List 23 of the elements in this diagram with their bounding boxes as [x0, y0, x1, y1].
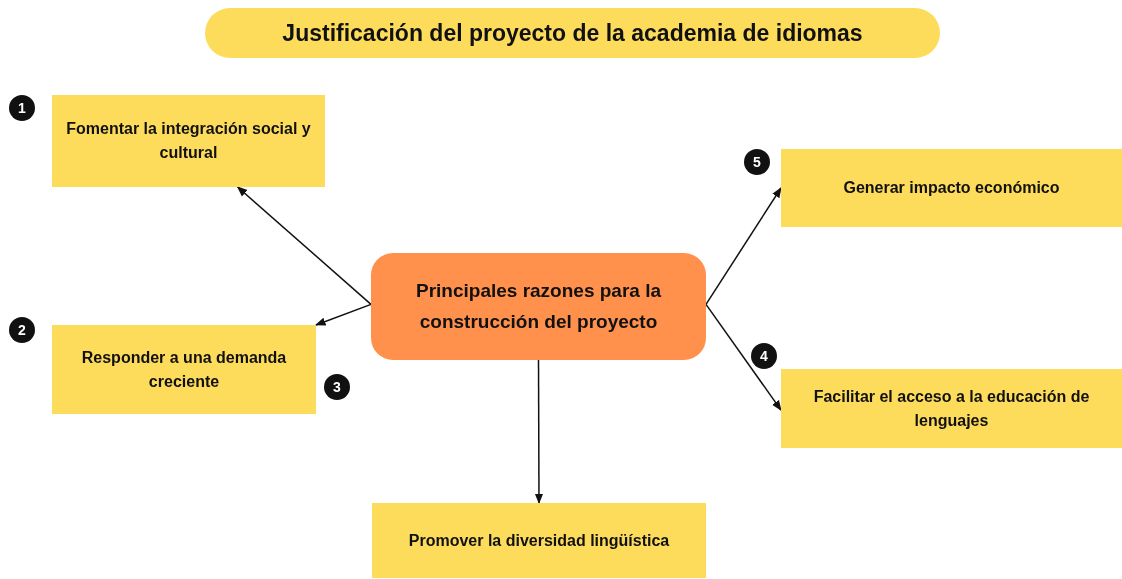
arrow: [534, 359, 544, 505]
reason-box: [781, 369, 1122, 448]
arrow: [315, 303, 372, 326]
node-text: Promover la diversidad lingüística: [408, 530, 670, 551]
title-banner: Justificación del proyecto de la academia de idiomas: [205, 8, 940, 58]
node-text: Responder a una demanda creciente: [80, 347, 288, 392]
callout-number: 2: [9, 317, 35, 343]
node-text: Facilitar el acceso a la educación de lenguajes: [812, 386, 1091, 431]
callout-number: 1: [9, 95, 35, 121]
reason-box: [52, 95, 325, 187]
arrow: [236, 186, 372, 306]
reason-box: [52, 325, 316, 414]
arrow: [705, 187, 782, 306]
central-topic-box: [371, 253, 706, 360]
reason-box: [781, 149, 1122, 227]
reason-box: [372, 503, 706, 578]
node-text: Principales razones para la construcción del proyecto: [415, 279, 662, 334]
callout-number: 5: [744, 149, 770, 175]
callout-number: 3: [324, 374, 350, 400]
arrow: [705, 303, 782, 411]
callout-number: 4: [751, 343, 777, 369]
node-text: Generar impacto económico: [843, 178, 1060, 198]
node-text: Fomentar la integración social y cultural: [65, 119, 312, 163]
